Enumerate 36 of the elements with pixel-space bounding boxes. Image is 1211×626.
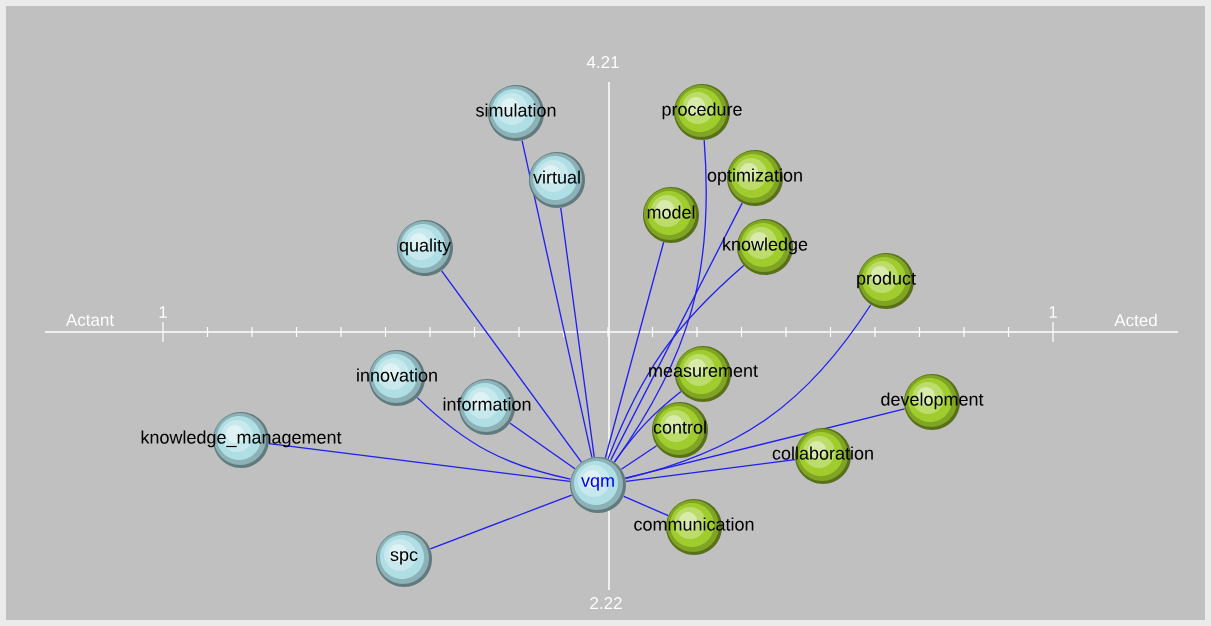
- connector-line: [625, 458, 796, 483]
- sphere-node: control: [652, 402, 708, 458]
- axis-label: 1: [159, 306, 167, 318]
- connector-line: [613, 390, 682, 463]
- connector-line: [623, 495, 669, 517]
- connector-line: [416, 396, 572, 480]
- connector-line: [620, 445, 658, 470]
- sphere-node: model: [643, 187, 699, 243]
- connector-line: [604, 241, 665, 459]
- connector-line: [624, 304, 872, 480]
- connector-line: [610, 202, 743, 461]
- axis-label: 2.22: [590, 597, 622, 609]
- sphere-node: vqm: [570, 457, 626, 513]
- sphere-node: quality: [397, 220, 453, 276]
- sphere-node: simulation: [476, 85, 556, 141]
- sphere-node: spc: [376, 531, 432, 587]
- connector-line: [429, 494, 573, 550]
- sphere-node: innovation: [357, 350, 437, 406]
- axis-label: 4.21: [586, 56, 619, 68]
- connector-line: [268, 442, 571, 483]
- sphere-node: virtual: [529, 152, 585, 208]
- sphere-node: knowledge_management: [141, 412, 342, 468]
- connector-line: [441, 270, 583, 463]
- sphere-node: procedure: [662, 84, 742, 140]
- sphere-node: knowledge: [723, 219, 808, 275]
- connector-line: [509, 422, 576, 470]
- connector-line: [624, 408, 906, 479]
- connector-line: [607, 264, 745, 460]
- connector-line: [560, 207, 595, 458]
- connector-line: [521, 139, 593, 459]
- sphere-node: product: [857, 253, 916, 309]
- axis-label: Actant: [65, 314, 114, 326]
- connector-line: [613, 139, 707, 463]
- axis-label: Acted: [1114, 313, 1157, 327]
- sphere-node: information: [443, 379, 531, 435]
- axis-label: 1: [1049, 306, 1057, 318]
